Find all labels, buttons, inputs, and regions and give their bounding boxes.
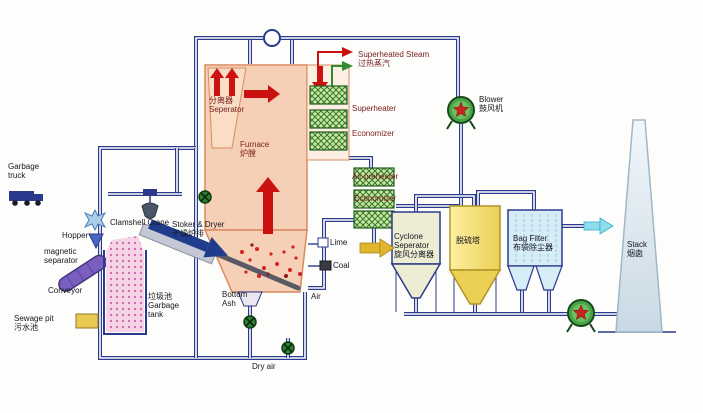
economizer-upper-label: Economizer [352, 129, 395, 138]
pump-icon [198, 190, 212, 204]
coal-feeder-icon [319, 260, 332, 271]
economizer-upper-icon [309, 131, 348, 151]
superheater-label: Superheater [352, 104, 397, 113]
clean-gas-arrow-icon [583, 217, 614, 235]
air-label: Air [311, 292, 321, 301]
gas-flow-arrows-icon [210, 66, 328, 234]
dry-air-label: Dry air [252, 362, 276, 371]
clamshell-crane-label: Clamshell Crane [110, 218, 170, 227]
blower-label: Blower 鼓风机 [479, 95, 504, 114]
coal-label: Coal [333, 261, 350, 270]
bottom-ash-hopper [237, 291, 263, 307]
air-preheater-icon [353, 167, 395, 187]
flame-dots-icon [240, 243, 302, 278]
hopper-icon [83, 208, 107, 232]
stoker-dryer-label: Stoker & Dryer 干燥炉排 [172, 220, 225, 239]
superheater-bank-icon [309, 85, 348, 105]
pump-icon [281, 341, 295, 355]
sewage-pit-icon [75, 313, 99, 329]
superheated-steam-label: Superheated Steam 过热蒸汽 [358, 50, 430, 69]
grate-icon [209, 249, 301, 291]
separator-label: 分离器 Seperator [209, 96, 245, 115]
furnace-label: Furnace 炉膛 [240, 140, 270, 159]
lime-label: Lime [330, 238, 348, 247]
magnetic-separator-icon [88, 233, 104, 250]
pump-icon [243, 315, 257, 329]
induced-draft-fan-icon [566, 299, 596, 333]
desulfurization-tower-label: 脱硫塔 [456, 236, 480, 245]
bottom-ash-label: Bottom Ash [222, 290, 248, 309]
economizer-lower-icon [353, 189, 395, 209]
hopper-label: Hopper [62, 231, 89, 240]
waste-feed-arrow-icon [148, 219, 228, 258]
cyclone-separator-icon [390, 211, 442, 312]
steam-line-icon [317, 47, 353, 78]
conveyor-icon [58, 254, 108, 292]
bag-filter-icon [507, 209, 563, 291]
garbage-truck-label: Garbage truck [8, 162, 40, 181]
magnetic-separator-label: magnetic separator [44, 247, 78, 266]
garbage-truck-icon [9, 191, 43, 206]
desulfurization-tower-icon [448, 205, 502, 312]
flue-gas-arrow-icon [359, 238, 395, 258]
stack-label: Stack 烟囱 [627, 240, 648, 259]
cyclone-separator-label: Cyclone Seperator 旋风分离器 [394, 232, 434, 260]
preheater-bank-icon [353, 210, 395, 229]
economizer-lower-label: Economizer [354, 194, 397, 203]
conveyor-label: Conveyor [48, 286, 83, 295]
heat-exchanger-banks [309, 85, 395, 229]
superheater-icon [309, 109, 348, 129]
bag-filter-label: Bag Filter 布袋除尘器 [513, 234, 553, 253]
garbage-tank-label: 垃圾池 Garbage tank [148, 292, 180, 320]
clamshell-crane-icon [141, 189, 159, 219]
blower-fan-icon [446, 96, 476, 130]
air-preheater-label: Air preheater [352, 172, 399, 181]
steam-drum-icon [263, 29, 281, 47]
garbage-tank-icon [103, 236, 147, 335]
lime-feeder-icon [317, 237, 329, 248]
stack-icon [615, 119, 663, 333]
feedwater-line-icon [331, 61, 353, 90]
sewage-pit-label: Sewage pit 污水池 [14, 314, 54, 333]
